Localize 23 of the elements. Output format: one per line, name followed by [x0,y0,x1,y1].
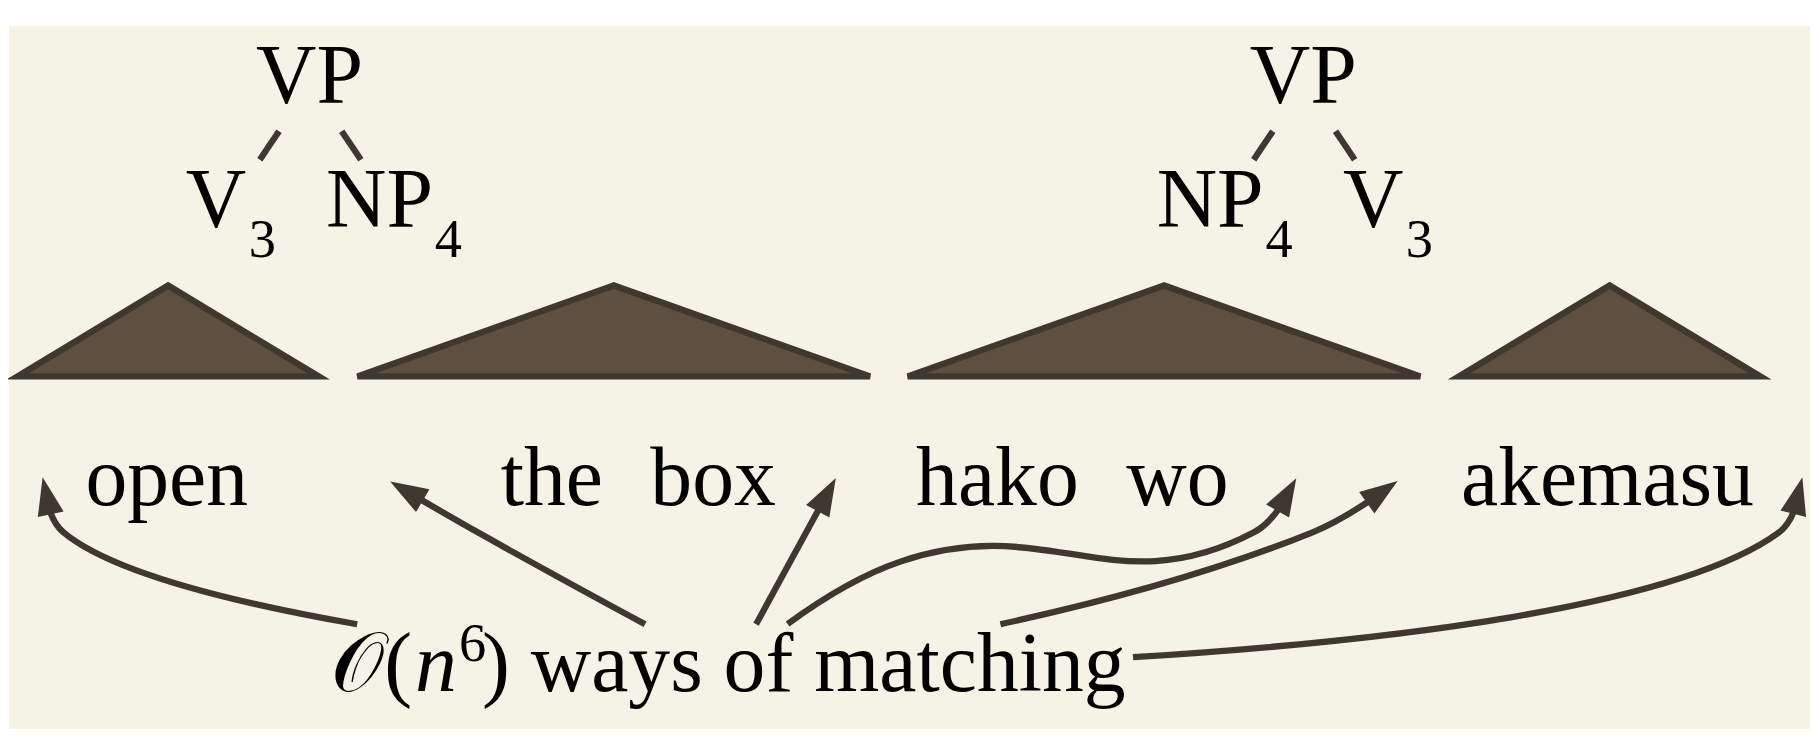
node-text: V$_{3}$ [185,151,276,269]
connector [1251,129,1276,162]
connector [257,129,282,162]
node-text: V$_{3}$ [1342,151,1433,269]
node-text: VP [255,28,363,122]
node-triangle [8,281,330,380]
node-label: box [650,430,776,524]
node-text: NP$_{4}$ [1156,151,1293,269]
node-label: open [85,430,249,524]
node-text: 𝒪(n$^{6}$) ways of matching [331,613,1126,710]
connector [339,129,364,162]
node-label: the [500,430,604,524]
node-triangle [1447,281,1772,380]
node-text: VP [1249,28,1357,122]
node-label: hako [916,430,1079,524]
connector [1332,129,1358,162]
node-triangle [354,282,874,380]
node-text: NP$_{4}$ [326,151,463,269]
arrow [1132,477,1807,661]
node-triangle [904,282,1424,380]
node-label: wo [1126,430,1229,524]
node-label: akemasu [1461,430,1754,524]
arrow [37,477,358,628]
